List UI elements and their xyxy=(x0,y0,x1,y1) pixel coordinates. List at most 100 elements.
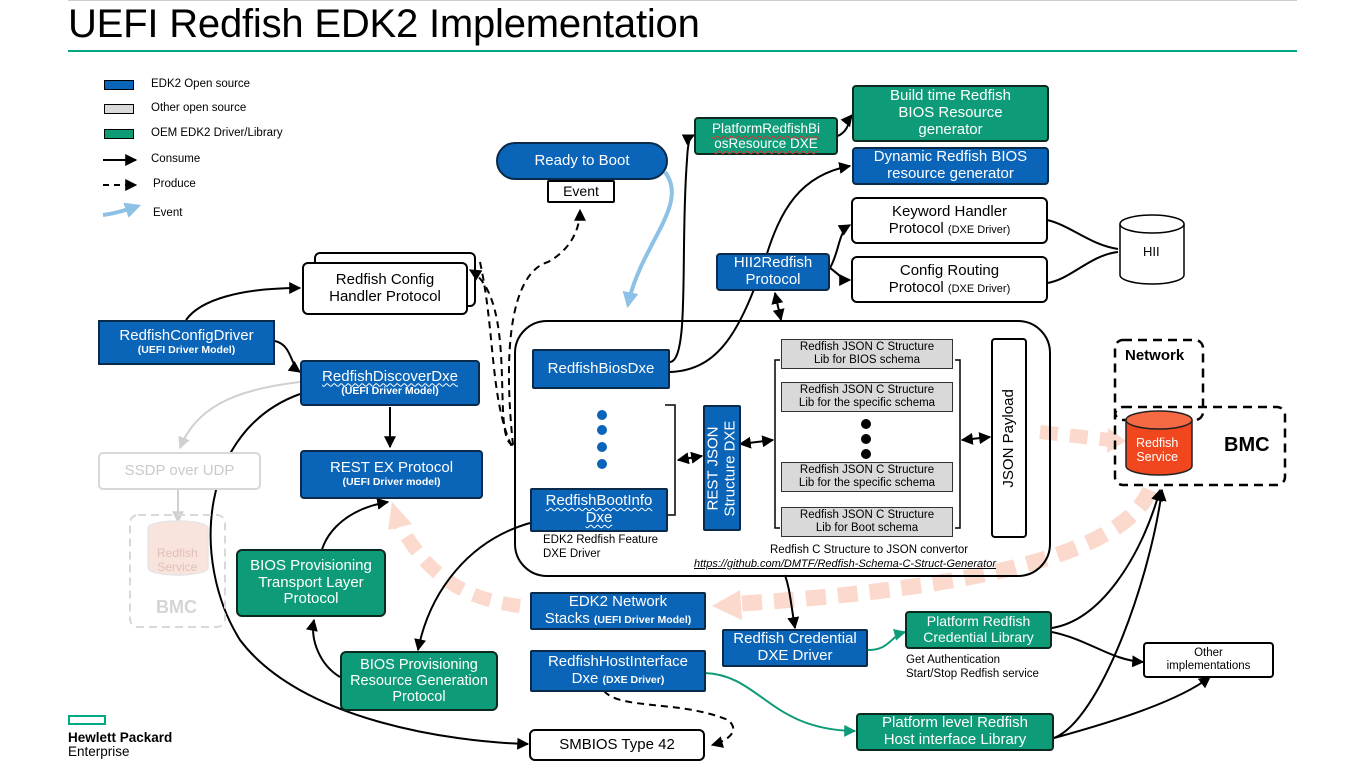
redfish-bios-dxe[interactable]: RedfishBiosDxe xyxy=(532,349,670,389)
network-stacks-sub: (UEFI Driver Model) xyxy=(593,614,692,626)
hii-label: HII xyxy=(1143,244,1160,259)
rest-json-structure-dxe[interactable]: REST JSON Structure DXE xyxy=(703,405,741,531)
host-interface-line1: RedfishHostInterface xyxy=(547,653,689,671)
lib-spec1-line2: Lib for the specific schema xyxy=(798,397,936,409)
event-label: Event xyxy=(563,182,599,199)
legend-consume-label: Consume xyxy=(151,153,201,165)
left-service-line1: Redfish xyxy=(157,546,198,560)
ready-to-boot[interactable]: Ready to Boot xyxy=(496,142,668,180)
json-lib-specific-1[interactable]: Redfish JSON C Structure Lib for the spe… xyxy=(781,382,953,412)
rest-ex-label: REST EX Protocol xyxy=(329,459,454,477)
get-authentication-note: Get Authentication Start/Stop Redfish se… xyxy=(906,654,1039,682)
host-interface-line2: Dxe xyxy=(571,670,599,687)
bios-dxe-label: RedfishBiosDxe xyxy=(547,359,655,377)
bios-resource-line1: BIOS Provisioning xyxy=(360,656,478,673)
platform-redfish-credential-library[interactable]: Platform Redfish Credential Library xyxy=(905,611,1052,649)
redfish-credential-dxe[interactable]: Redfish Credential DXE Driver xyxy=(722,629,868,667)
ellipsis-dot xyxy=(861,434,871,444)
build-time-line3: generator xyxy=(918,120,983,138)
config-driver-sub: (UEFI Driver Model) xyxy=(137,344,236,357)
platform-host-interface-library[interactable]: Platform level Redfish Host interface Li… xyxy=(856,713,1054,751)
json-payload-to-bmc-arrow xyxy=(1039,425,1111,447)
network-stacks-line1: EDK2 Network xyxy=(568,593,668,611)
bios-resource-line2: Resource Generation xyxy=(350,672,488,689)
left-bmc-label: BMC xyxy=(156,597,197,617)
network-stacks-line2: Stacks xyxy=(544,610,590,627)
get-auth-line2: Start/Stop Redfish service xyxy=(906,667,1039,680)
build-time-line1: Build time Redfish xyxy=(890,87,1011,105)
legend-oem-swatch xyxy=(104,129,134,139)
ellipsis-dot xyxy=(861,419,871,429)
bios-transport-line1: BIOS Provisioning xyxy=(250,556,372,574)
keyword-line1: Keyword Handler xyxy=(891,202,1008,220)
platform-credential-line1: Platform Redfish xyxy=(926,613,1031,630)
bmc-boundary xyxy=(1113,405,1287,487)
json-payload[interactable]: JSON Payload xyxy=(991,338,1027,538)
ssdp-over-udp: SSDP over UDP xyxy=(98,452,261,490)
redfish-discover-dxe[interactable]: RedfishDiscoverDxe (UEFI Driver Model) xyxy=(300,360,480,406)
legend-other-swatch xyxy=(104,104,134,114)
smbios-type-42[interactable]: SMBIOS Type 42 xyxy=(529,729,705,761)
json-lib-bios[interactable]: Redfish JSON C Structure Lib for BIOS sc… xyxy=(781,339,953,369)
boot-info-line2: Dxe xyxy=(585,509,613,526)
ready-to-boot-event-line xyxy=(622,170,674,309)
feature-label-line1: EDK2 Redfish Feature xyxy=(543,534,659,546)
ready-to-boot-label: Ready to Boot xyxy=(534,151,630,169)
hpe-logo: Hewlett Packard Enterprise xyxy=(68,730,173,760)
json-lib-specific-2[interactable]: Redfish JSON C Structure Lib for the spe… xyxy=(781,462,953,492)
other-implementations[interactable]: Other implementations xyxy=(1143,642,1274,678)
bios-provisioning-resource[interactable]: BIOS Provisioning Resource Generation Pr… xyxy=(340,651,498,711)
redfish-service-line1: Redfish xyxy=(1136,436,1179,450)
platform-host-line2: Host interface Library xyxy=(883,731,1027,748)
ellipsis-dot xyxy=(597,425,607,435)
hii2redfish-line2: Protocol xyxy=(745,271,801,288)
edk2-network-stacks[interactable]: EDK2 Network Stacks (UEFI Driver Model) xyxy=(530,592,706,630)
dynamic-line1: Dynamic Redfish BIOS xyxy=(873,148,1028,166)
other-impl-line1: Other xyxy=(1194,647,1223,660)
hii2redfish-line1: HII2Redfish xyxy=(733,254,813,272)
config-routing-line1: Config Routing xyxy=(899,261,1000,279)
redfish-host-interface-dxe[interactable]: RedfishHostInterface Dxe (DXE Driver) xyxy=(530,650,706,692)
legend-produce-label: Produce xyxy=(153,178,196,190)
feature-label-line2: DXE Driver xyxy=(543,547,601,560)
config-routing-line2: Protocol xyxy=(888,278,944,296)
keyword-line2: Protocol xyxy=(888,219,944,237)
redfish-service[interactable]: Redfish Service xyxy=(1136,436,1178,465)
lib-spec2-line2: Lib for the specific schema xyxy=(798,477,936,489)
legend-other-label: Other open source xyxy=(151,102,247,114)
page-title: UEFI Redfish EDK2 Implementation xyxy=(68,2,700,46)
json-lib-boot[interactable]: Redfish JSON C Structure Lib for Boot sc… xyxy=(781,507,953,537)
redfish-config-driver[interactable]: RedfishConfigDriver (UEFI Driver Model) xyxy=(98,320,275,365)
left-redfish-service: Redfish Service xyxy=(157,546,198,575)
left-service-line2: Service xyxy=(157,560,198,575)
bios-provisioning-transport[interactable]: BIOS Provisioning Transport Layer Protoc… xyxy=(236,549,386,617)
json-payload-label: JSON Payload xyxy=(999,388,1017,488)
config-handler-line2: Handler Protocol xyxy=(329,287,441,305)
ellipsis-dot xyxy=(597,442,607,452)
logo-line2: Enterprise xyxy=(68,744,130,760)
dynamic-bios-generator[interactable]: Dynamic Redfish BIOS resource generator xyxy=(852,147,1049,185)
config-routing-protocol[interactable]: Config Routing Protocol (DXE Driver) xyxy=(851,256,1048,303)
build-time-line2: BIOS Resource xyxy=(898,104,1003,122)
top-rule xyxy=(68,0,1297,1)
legend-event-label: Event xyxy=(153,207,183,219)
convertor-link[interactable]: https://github.com/DMTF/Redfish-Schema-C… xyxy=(694,558,996,570)
rest-ex-protocol[interactable]: REST EX Protocol (UEFI Driver model) xyxy=(300,450,483,499)
platform-bios-resource-line2: osResource DXE xyxy=(714,136,818,151)
platform-bios-resource-dxe[interactable]: PlatformRedfishBi osResource DXE xyxy=(694,117,838,155)
redfish-config-handler-protocol[interactable]: Redfish Config Handler Protocol xyxy=(302,262,468,315)
keyword-handler-protocol[interactable]: Keyword Handler Protocol (DXE Driver) xyxy=(851,197,1048,244)
hii2redfish-protocol[interactable]: HII2Redfish Protocol xyxy=(716,253,830,291)
build-time-generator[interactable]: Build time Redfish BIOS Resource generat… xyxy=(852,85,1049,142)
left-bmc-boundary xyxy=(129,514,226,628)
lib-boot-line1: Redfish JSON C Structure xyxy=(799,508,935,521)
event-box[interactable]: Event xyxy=(547,180,615,203)
redfish-boot-info-dxe[interactable]: RedfishBootInfo Dxe xyxy=(530,488,668,532)
bios-resource-line3: Protocol xyxy=(392,689,446,706)
lib-boot-line2: Lib for Boot schema xyxy=(815,522,919,534)
logo-line1: Hewlett Packard xyxy=(68,730,173,745)
host-interface-sub: (DXE Driver) xyxy=(602,674,665,686)
rest-json-line2: Structure DXE xyxy=(721,420,738,516)
platform-host-line1: Platform level Redfish xyxy=(882,714,1028,732)
